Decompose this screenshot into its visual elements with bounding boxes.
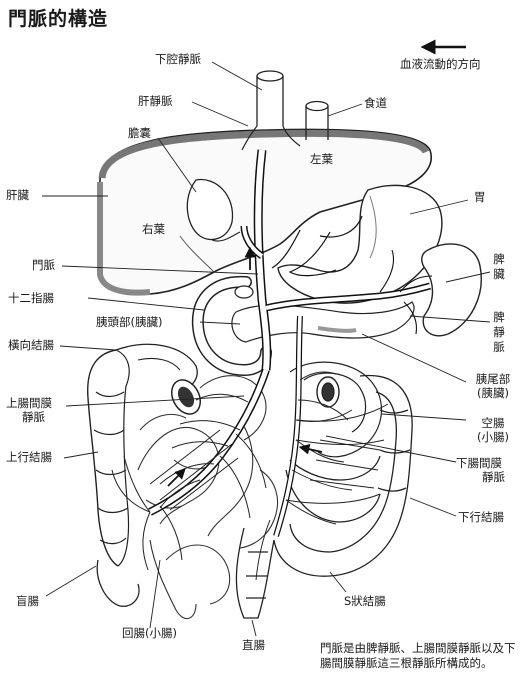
label-ivc: 下腔靜脈 bbox=[155, 52, 201, 66]
caption-text: 門脈是由脾靜脈、上腸間膜靜脈以及下腸間膜靜脈這三根靜脈所構成的。 bbox=[320, 641, 516, 670]
stomach-shape bbox=[277, 184, 443, 304]
label-gallbladder: 膽囊 bbox=[128, 126, 151, 140]
label-hepatic-vein: 肝靜脈 bbox=[138, 94, 173, 108]
transverse-colon-shape bbox=[87, 343, 202, 567]
label-right-lobe: 右葉 bbox=[142, 222, 165, 236]
duodenum-inner bbox=[193, 277, 271, 375]
label-sigmoid-colon: S狀結腸 bbox=[344, 594, 386, 608]
label-stomach: 胃 bbox=[474, 190, 486, 204]
label-jejunum: 空腸 (小腸) bbox=[470, 416, 516, 444]
gallbladder-duct bbox=[211, 231, 241, 242]
label-imv-line2: 靜脈 bbox=[482, 470, 505, 484]
gallbladder-shape bbox=[186, 178, 234, 241]
esophagus-tube bbox=[305, 100, 329, 140]
label-jejunum-line1: 空腸 bbox=[481, 416, 505, 430]
label-cecum: 盲腸 bbox=[16, 594, 39, 608]
leader-lines bbox=[42, 61, 491, 637]
ascending-colon-shape bbox=[93, 349, 130, 567]
vessel-grid-lines bbox=[149, 429, 381, 511]
label-portal-vein: 門脈 bbox=[32, 258, 55, 272]
label-smv-line1: 上腸間膜 bbox=[6, 396, 52, 410]
label-smv: 上腸間膜 靜脈 bbox=[6, 396, 52, 424]
sigmoid-colon-shape bbox=[273, 455, 397, 577]
label-left-lobe: 左葉 bbox=[310, 152, 333, 166]
label-pancreas-tail-line2: (胰臟) bbox=[477, 386, 509, 400]
label-descending-colon: 下行結腸 bbox=[458, 510, 504, 524]
label-transverse-colon: 橫向結腸 bbox=[8, 338, 54, 352]
label-pancreas-tail: 胰尾部 (胰臟) bbox=[470, 372, 516, 400]
ivc-vessel bbox=[241, 70, 301, 151]
pancreas-shape bbox=[231, 301, 415, 343]
small-intestine-loops bbox=[137, 375, 278, 620]
flow-arrow bbox=[167, 468, 186, 487]
label-smv-line2: 靜脈 bbox=[22, 410, 45, 424]
label-splenic-vein: 脾靜脈 bbox=[493, 310, 505, 354]
label-pancreas-tail-line1: 胰尾部 bbox=[475, 372, 511, 386]
page-title: 門脈的構造 bbox=[8, 8, 109, 30]
stomach-curve bbox=[369, 195, 377, 259]
descending-colon-shape bbox=[359, 374, 413, 531]
spleen-shape bbox=[421, 243, 482, 337]
label-esophagus: 食道 bbox=[364, 96, 387, 110]
jejunum-shape bbox=[289, 361, 383, 458]
pancreas-tail-hatch bbox=[317, 326, 357, 333]
mesenteric-vein-branches bbox=[111, 371, 389, 581]
label-spleen: 脾臟 bbox=[493, 252, 505, 281]
cecum-shape bbox=[96, 559, 140, 607]
label-liver: 肝臟 bbox=[6, 188, 29, 202]
label-rectum: 直腸 bbox=[242, 638, 265, 652]
rectum-shape bbox=[235, 527, 275, 619]
label-ileum: 回腸(小腸) bbox=[122, 626, 177, 640]
label-jejunum-line2: (小腸) bbox=[477, 430, 509, 444]
label-imv: 下腸間膜 靜脈 bbox=[456, 456, 505, 484]
duodenum-opening bbox=[234, 285, 254, 299]
label-imv-line1: 下腸間膜 bbox=[456, 456, 502, 470]
legend-text: 血液流動的方向 bbox=[400, 57, 481, 71]
label-pancreas-head: 胰頭部(胰臟) bbox=[96, 315, 163, 329]
label-ascending-colon: 上行結腸 bbox=[6, 450, 52, 464]
label-duodenum: 十二指腸 bbox=[8, 291, 54, 305]
flow-arrow bbox=[298, 443, 323, 455]
